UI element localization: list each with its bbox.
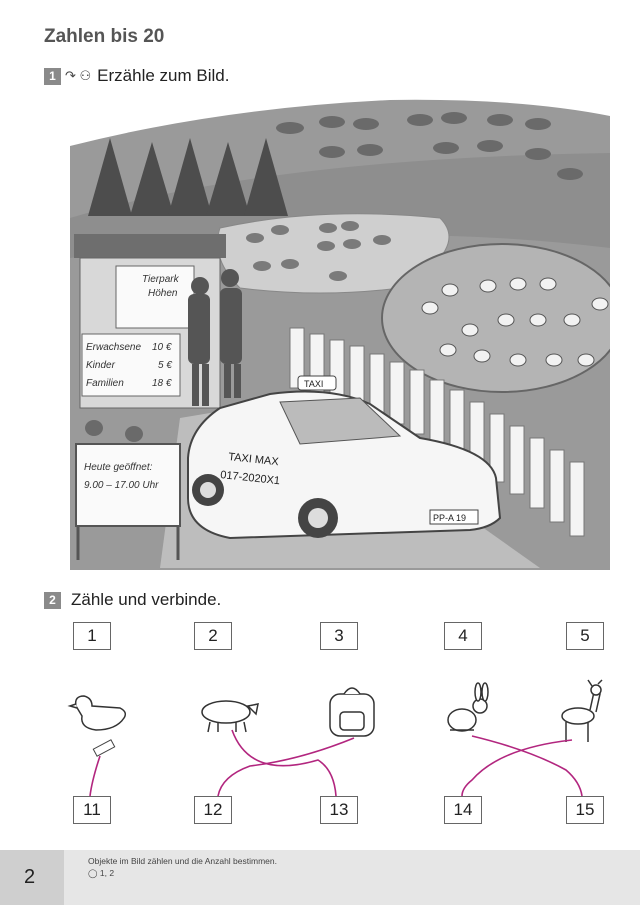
squirrels <box>85 420 143 442</box>
number-box-bottom[interactable]: 15 <box>566 796 604 824</box>
teacher-note-line1: Objekte im Bild zählen und die Anzahl be… <box>88 856 277 866</box>
connection-lines <box>89 729 583 797</box>
rabbits <box>421 277 609 367</box>
task-instruction: Erzähle zum Bild. <box>97 66 230 85</box>
park-sign-line2: Höhen <box>148 288 178 299</box>
price-value-2: 5 € <box>158 360 172 371</box>
license-plate: PP-A 19 <box>433 513 466 523</box>
number-box-top[interactable]: 1 <box>73 622 111 650</box>
opening-sign-line1: Heute geöffnet: <box>84 462 153 473</box>
price-value-1: 10 € <box>152 342 172 353</box>
taxi-roof-sign: TAXI <box>304 379 323 389</box>
page-number: 2 <box>24 866 36 888</box>
taxi: TAXI TAXI MAX 017-2020X1 PP-A 19 <box>187 375 502 540</box>
price-label-2: Kinder <box>86 360 116 371</box>
zoo-illustration: Tierpark Höhen Erwachsene 10 € Kinder 5 … <box>70 99 610 570</box>
task-instruction: Zähle und verbinde. <box>71 590 222 609</box>
price-value-3: 18 € <box>152 378 172 389</box>
task-number: 1 <box>44 67 61 85</box>
deer-herd <box>276 112 583 180</box>
teacher-note-line2: ◯ 1, 2 <box>88 868 115 878</box>
speech-icons: ↷ ⚇ <box>65 68 92 83</box>
number-box-bottom[interactable]: 13 <box>320 796 358 824</box>
number-box-top[interactable]: 5 <box>566 622 604 650</box>
footer-bar <box>0 850 640 905</box>
number-box-bottom[interactable]: 14 <box>444 796 482 824</box>
number-box-top[interactable]: 2 <box>194 622 232 650</box>
park-sign-line1: Tierpark <box>142 274 180 285</box>
opening-sign-line2: 9.00 – 17.00 Uhr <box>84 480 159 491</box>
page-tab <box>0 850 64 905</box>
page-title: Zahlen bis 20 <box>44 26 165 47</box>
deer-icon[interactable] <box>561 679 603 742</box>
rabbit-icon[interactable] <box>447 682 489 732</box>
pig-icon[interactable] <box>201 700 259 733</box>
ducks <box>246 221 391 281</box>
number-box-bottom[interactable]: 12 <box>194 796 232 824</box>
duck-icon[interactable] <box>67 695 127 731</box>
number-box-top[interactable]: 4 <box>444 622 482 650</box>
task-2: 2 Zähle und verbinde. <box>44 590 221 610</box>
visitors <box>188 269 242 406</box>
fence <box>289 327 585 537</box>
price-list: Erwachsene 10 € Kinder 5 € Familien 18 € <box>86 342 172 389</box>
backpack-icon[interactable] <box>329 687 375 737</box>
price-label-3: Familien <box>86 378 124 389</box>
trees <box>88 138 288 216</box>
price-label-1: Erwachsene <box>86 342 141 353</box>
number-box-bottom[interactable]: 11 <box>73 796 111 824</box>
number-box-top[interactable]: 3 <box>320 622 358 650</box>
task-1: 1 ↷ ⚇ Erzähle zum Bild. <box>44 66 229 86</box>
task-number: 2 <box>44 591 61 609</box>
teacher-note: Objekte im Bild zählen und die Anzahl be… <box>88 855 277 879</box>
taxi-door-line1: TAXI MAX <box>228 451 280 468</box>
